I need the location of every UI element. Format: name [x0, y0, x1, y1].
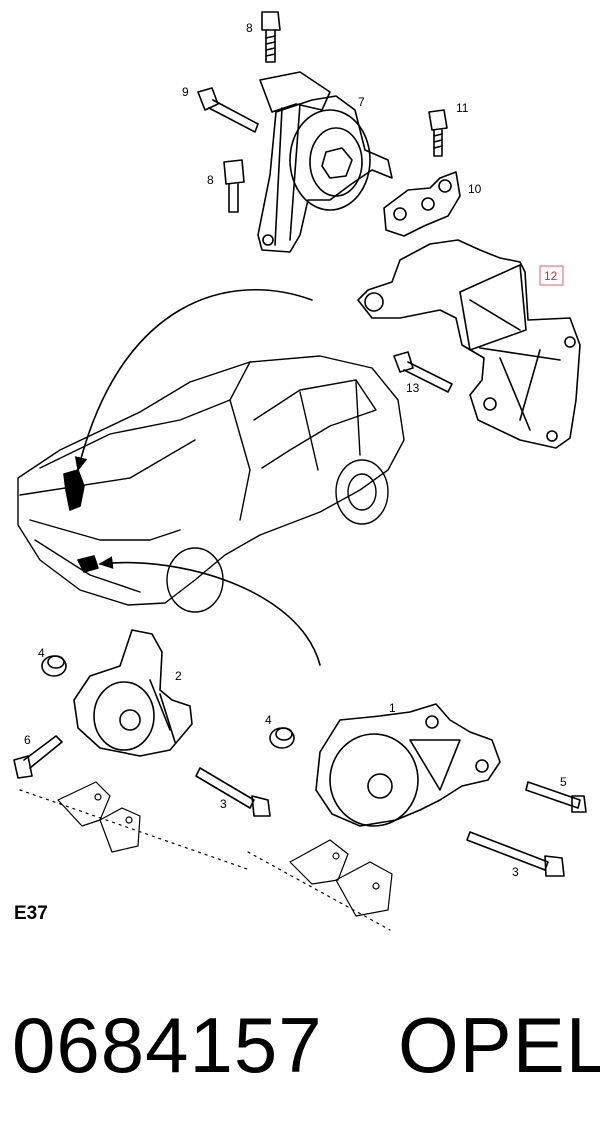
exploded-parts-diagram: 8 9 7 8 11 10 12 13 4 2 6 3 4 1 5 3 [13, 11, 587, 931]
callout-12: 12 [544, 269, 558, 283]
bolt-11 [428, 109, 448, 157]
part-10-block [383, 171, 461, 237]
bolt-3-right [466, 831, 565, 877]
car-illustration [17, 355, 405, 613]
callout-8-top: 8 [246, 21, 253, 35]
callout-5: 5 [560, 775, 567, 789]
callout-3-left: 3 [220, 797, 227, 811]
footer-bar: 0684157 OPEL [0, 1000, 600, 1090]
callout-7: 7 [358, 95, 365, 109]
bolt-8-top [261, 11, 281, 63]
callout-12-highlight-box [539, 265, 564, 286]
callout-11: 11 [456, 101, 469, 115]
subframe-right [247, 839, 393, 931]
bolt-5 [525, 781, 587, 813]
callout-4-right: 4 [265, 713, 272, 727]
callout-2: 2 [175, 669, 182, 683]
callout-1: 1 [389, 701, 396, 715]
bolt-13 [393, 351, 453, 393]
bolt-3-left [195, 767, 271, 817]
subframe-left [19, 781, 251, 871]
callout-13: 13 [406, 381, 420, 395]
part-1-mount [315, 703, 501, 827]
callout-8-lower: 8 [207, 173, 214, 187]
section-code: E37 [14, 903, 48, 924]
callout-6: 6 [24, 733, 31, 747]
brand-name: OPEL [398, 1001, 600, 1089]
bushing-4-right [269, 727, 295, 749]
bolt-6 [13, 735, 63, 779]
part-7-mount [257, 71, 393, 253]
callout-4-left: 4 [38, 646, 45, 660]
bolt-8-lower [223, 159, 245, 213]
part-2-mount [73, 629, 193, 757]
callout-3-right: 3 [512, 865, 519, 879]
part-12-bracket [357, 239, 581, 449]
part-number: 0684157 [12, 1001, 323, 1089]
bushing-4-left [41, 655, 67, 677]
bolt-9 [197, 87, 259, 133]
callout-9: 9 [182, 85, 189, 99]
callout-10: 10 [468, 182, 482, 196]
